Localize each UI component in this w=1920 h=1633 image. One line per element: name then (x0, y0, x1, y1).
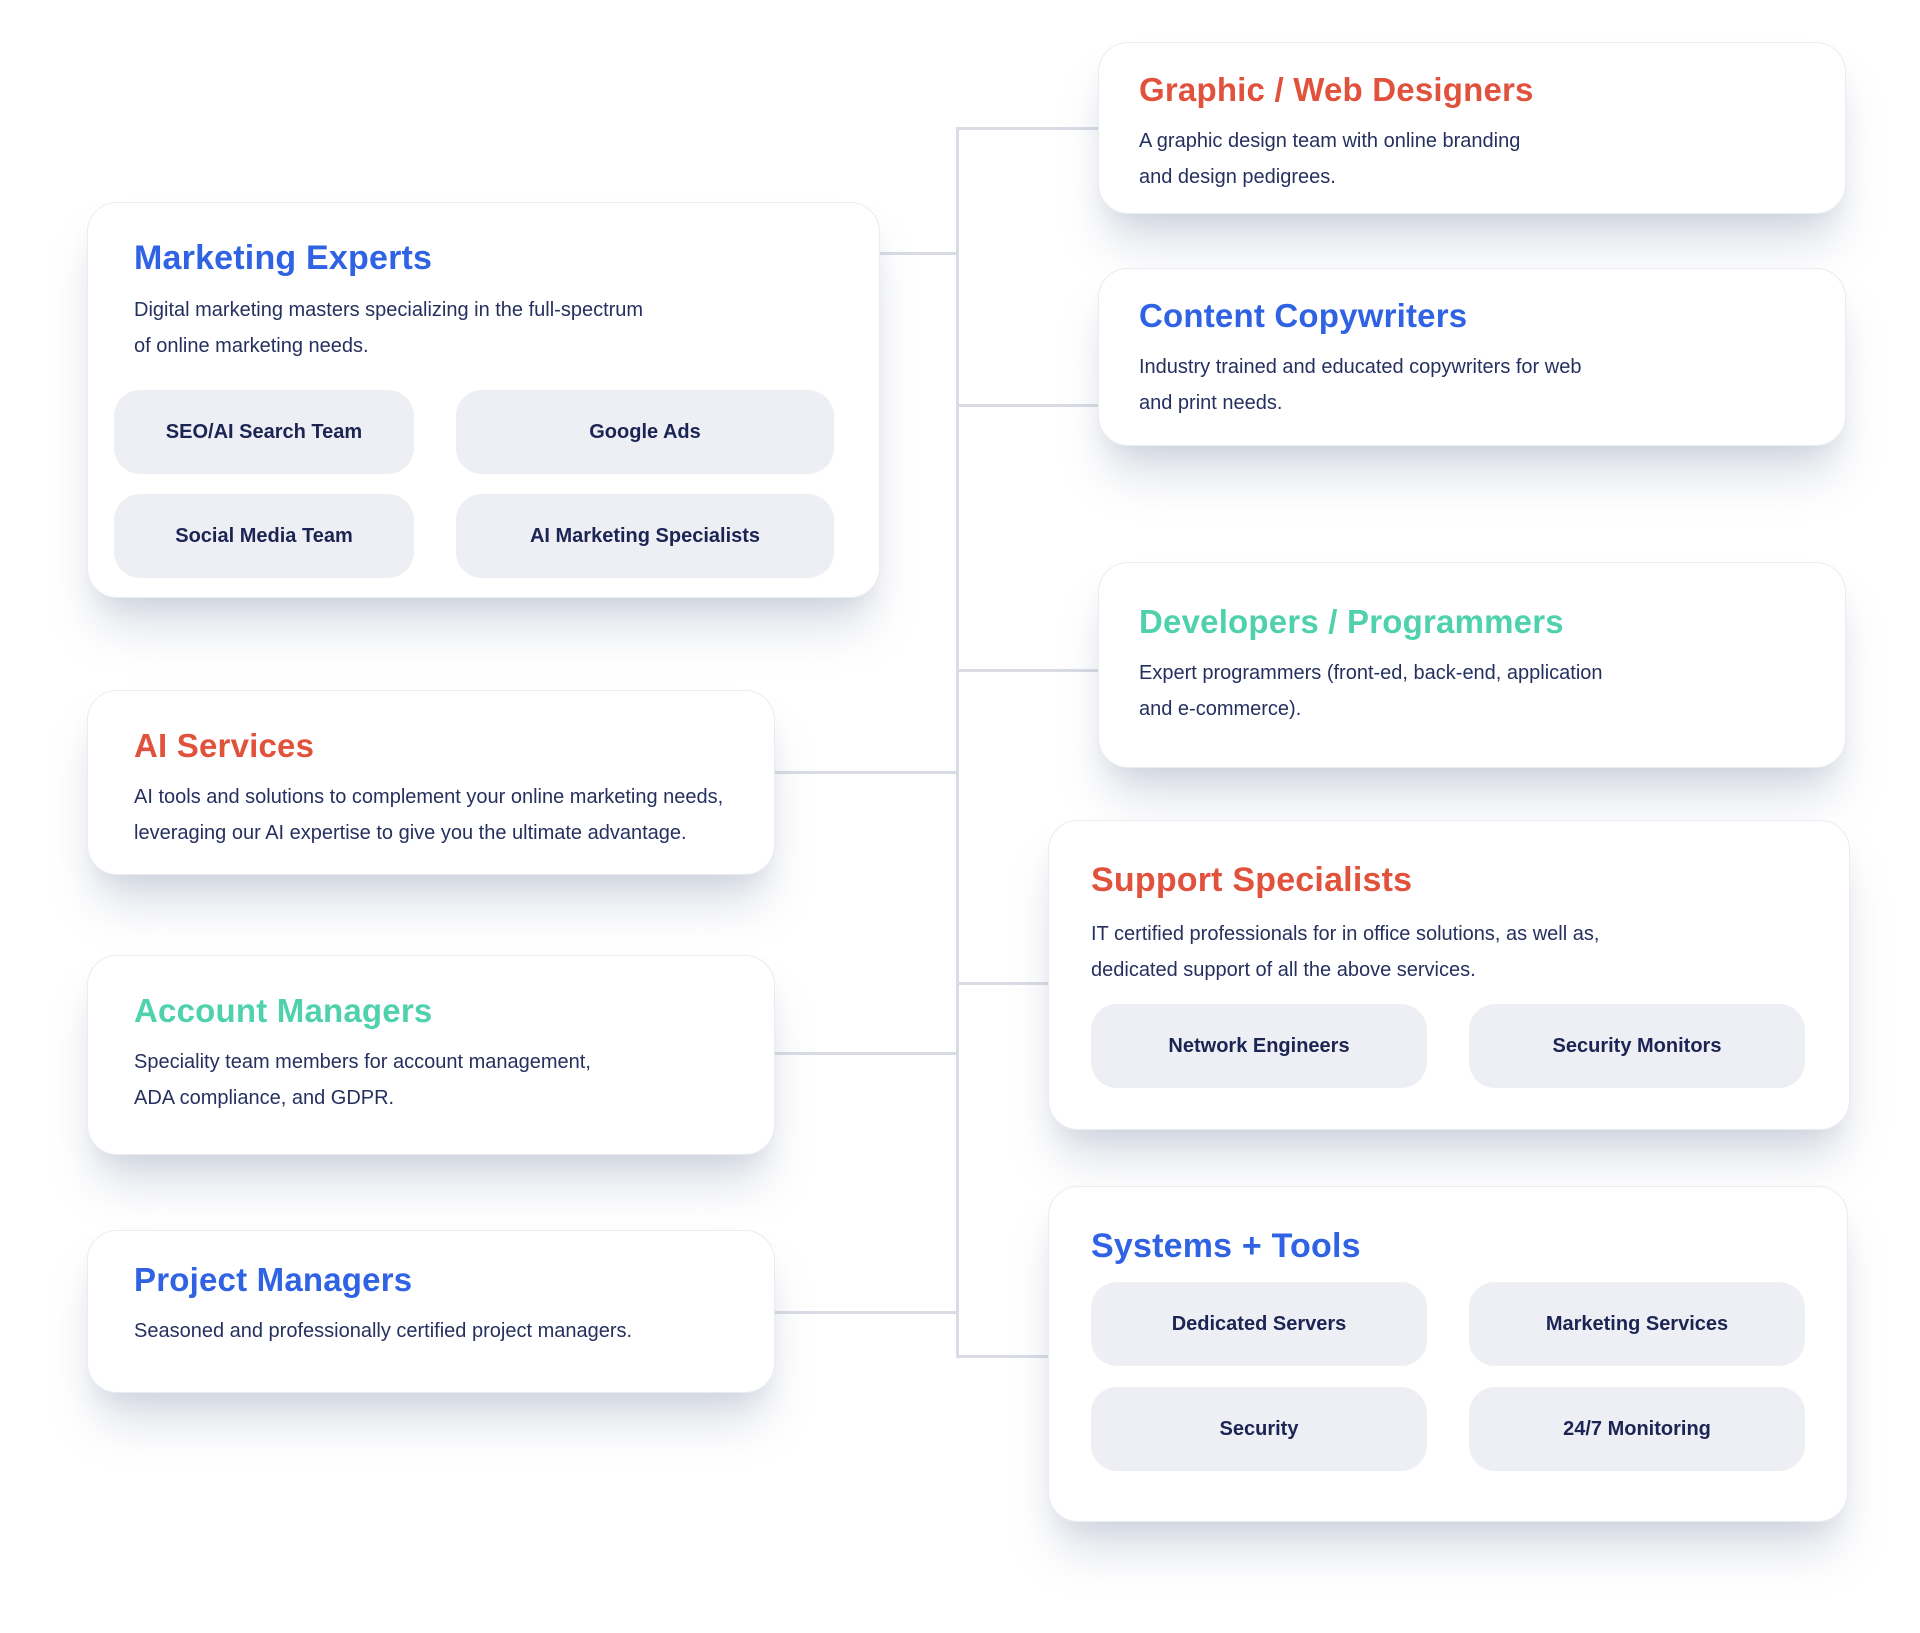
card-title: Developers / Programmers (1139, 603, 1564, 640)
pill-security-monitors: Security Monitors (1469, 1004, 1805, 1088)
card-title: Graphic / Web Designers (1139, 71, 1534, 108)
card-title: Content Copywriters (1139, 297, 1468, 334)
connector-branch-developers (956, 669, 1098, 672)
card-description-line: Digital marketing masters specializing i… (134, 299, 644, 321)
pill-security: Security (1091, 1387, 1427, 1471)
card-description-line: and design pedigrees. (1139, 166, 1336, 188)
card-description-line: AI tools and solutions to complement you… (134, 786, 724, 808)
pill-network-engineers: Network Engineers (1091, 1004, 1427, 1088)
card-description-line: Speciality team members for account mana… (134, 1051, 591, 1073)
card-description-line: Expert programmers (front-ed, back-end, … (1139, 662, 1603, 684)
card-systems-tools: Systems + Tools Dedicated Servers Market… (1048, 1186, 1848, 1522)
card-description-line: dedicated support of all the above servi… (1091, 959, 1476, 981)
card-developers-programmers: Developers / Programmers Expert programm… (1098, 562, 1846, 768)
pill-group: Network Engineers Security Monitors (1091, 1004, 1807, 1088)
card-account-managers: Account Managers Speciality team members… (87, 955, 775, 1155)
card-description-line: ADA compliance, and GDPR. (134, 1087, 395, 1109)
pill-group: SEO/AI Search Team Google Ads Social Med… (114, 390, 834, 578)
connector-branch-ai (775, 771, 959, 774)
card-description-line: Seasoned and professionally certified pr… (134, 1320, 633, 1342)
pill-group: Dedicated Servers Marketing Services Sec… (1091, 1282, 1805, 1471)
card-project-managers: Project Managers Seasoned and profession… (87, 1230, 775, 1393)
pill-247-monitoring: 24/7 Monitoring (1469, 1387, 1805, 1471)
card-title: Account Managers (134, 992, 433, 1029)
card-title: Project Managers (134, 1261, 413, 1298)
card-title: Marketing Experts (134, 239, 433, 277)
card-marketing-experts: Marketing Experts Digital marketing mast… (87, 202, 880, 598)
card-description-line: Industry trained and educated copywriter… (1139, 356, 1582, 378)
card-description-line: and e-commerce). (1139, 698, 1302, 720)
connector-branch-content (956, 404, 1098, 407)
pill-marketing-services: Marketing Services (1469, 1282, 1805, 1366)
card-description-line: IT certified professionals for in office… (1091, 923, 1600, 945)
connector-trunk (956, 127, 959, 1357)
pill-google-ads: Google Ads (456, 390, 834, 474)
connector-branch-project (775, 1311, 959, 1314)
card-description-line: of online marketing needs. (134, 335, 369, 357)
pill-social-media-team: Social Media Team (114, 494, 414, 578)
card-title: Systems + Tools (1091, 1227, 1361, 1265)
connector-branch-account (775, 1052, 959, 1055)
card-title: Support Specialists (1091, 861, 1413, 899)
pill-seo-ai-search-team: SEO/AI Search Team (114, 390, 414, 474)
card-content-copywriters: Content Copywriters Industry trained and… (1098, 268, 1846, 446)
connector-branch-systems (956, 1355, 1048, 1358)
card-ai-services: AI Services AI tools and solutions to co… (87, 690, 775, 875)
connector-branch-marketing (880, 252, 959, 255)
card-title: AI Services (134, 727, 315, 764)
connector-branch-graphic (956, 127, 1098, 130)
card-description-line: and print needs. (1139, 392, 1283, 414)
card-description-line: leveraging our AI expertise to give you … (134, 822, 687, 844)
card-description-line: A graphic design team with online brandi… (1139, 130, 1521, 152)
pill-dedicated-servers: Dedicated Servers (1091, 1282, 1427, 1366)
connector-branch-support (956, 982, 1048, 985)
pill-ai-marketing-specialists: AI Marketing Specialists (456, 494, 834, 578)
card-graphic-web-designers: Graphic / Web Designers A graphic design… (1098, 42, 1846, 214)
card-support-specialists: Support Specialists IT certified profess… (1048, 820, 1850, 1130)
